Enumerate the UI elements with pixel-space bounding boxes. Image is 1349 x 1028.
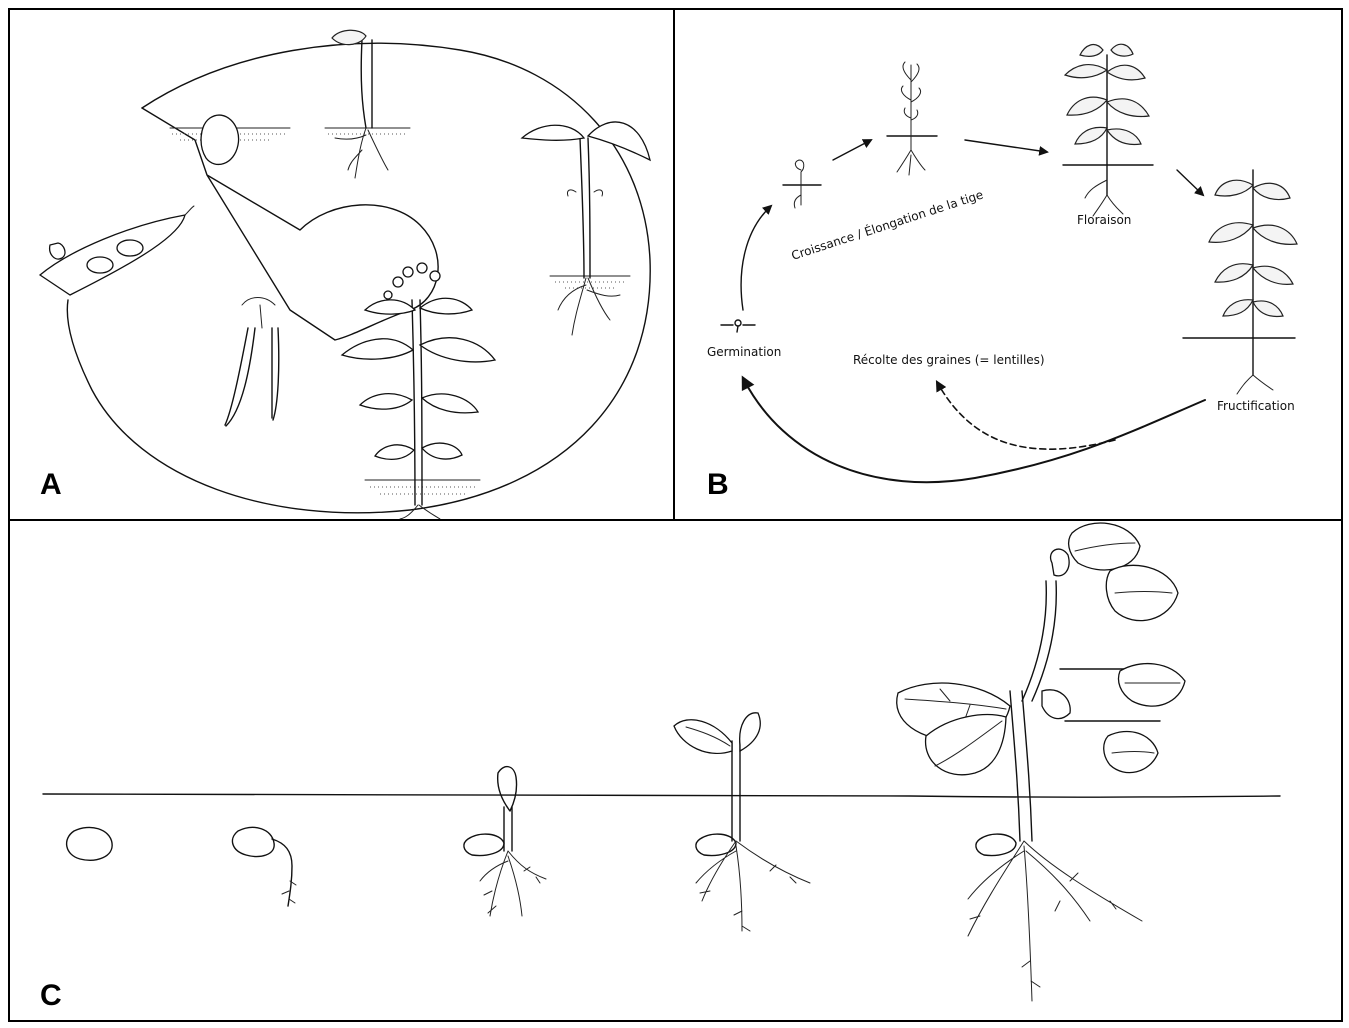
label-recolte: Récolte des graines (= lentilles) (853, 353, 1045, 367)
label-croissance: Croissance / Élongation de la tige (789, 187, 985, 263)
label-floraison: Floraison (1077, 213, 1131, 227)
seed-in-soil (201, 115, 239, 164)
arrow-fruiting-to-harvest (937, 382, 1115, 449)
open-pod (40, 206, 194, 295)
label-germination: Germination (707, 345, 781, 359)
panel-c: C (8, 519, 1343, 1022)
panel-c-letter: C (40, 981, 62, 1011)
cycle-ring (67, 43, 650, 513)
arrow-germination-to-sprout (741, 206, 771, 310)
pea-germination-stages-drawing (10, 521, 1341, 1020)
bean-life-cycle-drawing (10, 10, 673, 519)
seedling (887, 62, 937, 175)
arrow-fruiting-to-germination (743, 378, 1205, 482)
hook-seedling (332, 30, 388, 178)
soil-surface-line (43, 794, 1280, 797)
lentil-life-cycle-diagram: Germination Croissance / Élongation de l… (675, 10, 1341, 519)
young-bean-plant (522, 122, 650, 335)
arrow-flowering-to-fruiting (1177, 170, 1203, 195)
label-fructification: Fructification (1217, 399, 1295, 413)
panel-a-letter: A (40, 470, 62, 500)
flowering-lentil-plant (1063, 44, 1153, 216)
panel-b: Germination Croissance / Élongation de l… (673, 8, 1343, 521)
stage-2-radicle (232, 827, 296, 906)
panel-a: A (8, 8, 675, 521)
stage-4-first-leaves (674, 713, 810, 931)
stage-3-emergence (464, 767, 546, 916)
sprout (783, 160, 821, 208)
arrow-sprout-to-seedling (833, 140, 871, 160)
fruiting-lentil-plant (1183, 170, 1297, 394)
germination-seed (721, 320, 755, 332)
flowering-bean-plant (342, 263, 495, 519)
dry-pods (225, 298, 279, 427)
panel-b-letter: B (707, 470, 729, 500)
stage-5-young-plant (897, 523, 1185, 1001)
stage-1-seed (67, 827, 113, 860)
arrow-seedling-to-flowering (965, 140, 1047, 152)
